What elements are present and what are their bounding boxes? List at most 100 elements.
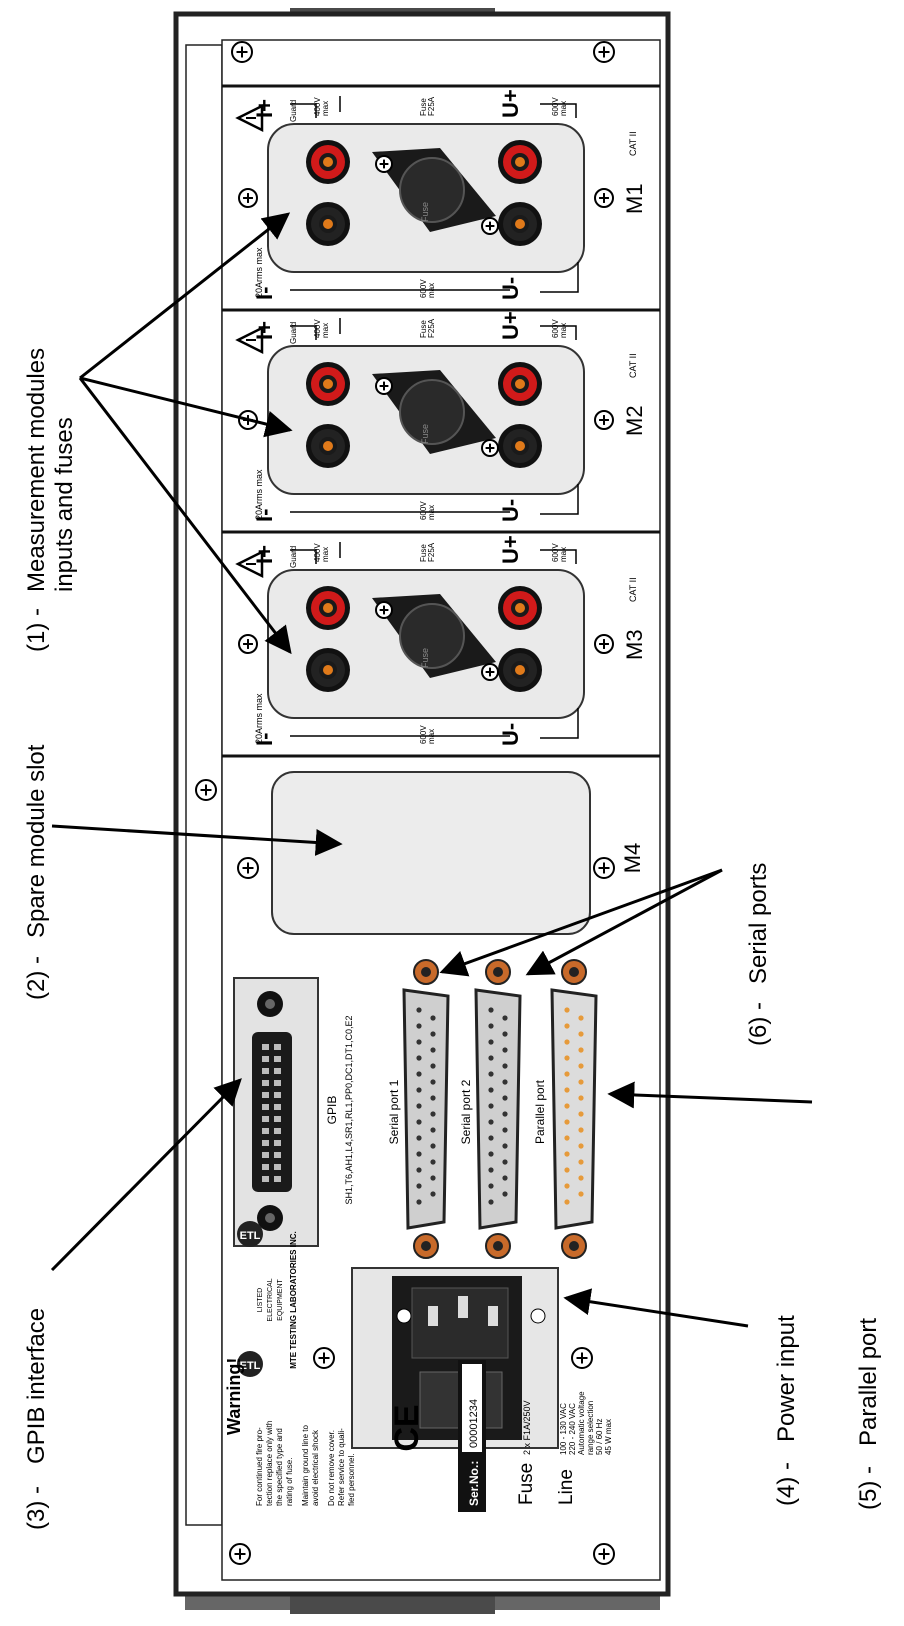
voltage-max-label: max: [559, 101, 568, 116]
callout-6-text: Serial ports: [745, 863, 772, 984]
port-pin: [416, 1199, 421, 1204]
spare-module-label: M4: [620, 843, 645, 874]
voltage-max-label: max: [559, 323, 568, 338]
panel-screw-icon: [572, 1348, 592, 1368]
port-pin: [578, 1031, 583, 1036]
spare-module-plate: [272, 772, 590, 934]
cetl-logo-top: ETL: [237, 1221, 263, 1247]
port-pin: [578, 1047, 583, 1052]
parallel-port-label: Parallel port: [533, 1079, 547, 1144]
port-pin: [502, 1143, 507, 1148]
label-u-minus: U-: [498, 277, 523, 300]
callout-4-text: Power input: [773, 1315, 800, 1442]
label-u-plus: U+: [498, 311, 523, 340]
gpib-pin: [262, 1044, 269, 1050]
port-pin: [488, 1023, 493, 1028]
port-pin: [502, 1063, 507, 1068]
listed-label: LISTED: [257, 1288, 264, 1313]
callout-4-number: (4) -: [773, 1462, 800, 1506]
serial-number-label: Ser.No.:: [467, 1461, 481, 1506]
callout-1-number: (1) -: [23, 608, 50, 652]
guard-label: Guard: [289, 322, 298, 344]
gpib-pin: [262, 1176, 269, 1182]
port-pin: [416, 1183, 421, 1188]
gpib-pin: [262, 1104, 269, 1110]
jack-i-plus: [306, 362, 350, 406]
line-spec-text: 100 - 130 VAC: [559, 1403, 568, 1455]
port-pin: [578, 1015, 583, 1020]
serial-port-1: [404, 960, 448, 1258]
panel-screw-icon: [314, 1348, 334, 1368]
line-spec-text: 220 - 240 VAC: [568, 1403, 577, 1455]
fuse-screw-icon: [376, 602, 392, 618]
port-pin: [578, 1175, 583, 1180]
port-pin: [564, 1023, 569, 1028]
port-pin: [430, 1175, 435, 1180]
warning-text-line: Do not remove cover.: [327, 1430, 336, 1506]
port-pin: [564, 1103, 569, 1108]
port-pin: [502, 1079, 507, 1084]
fuse-screw-icon: [482, 664, 498, 680]
port-pin: [488, 1151, 493, 1156]
warning-text-line: tection replace only with: [265, 1421, 274, 1506]
jack-i-minus: [306, 648, 350, 692]
port-pin: [430, 1015, 435, 1020]
power-pin-3: [488, 1306, 498, 1326]
gpib-title: GPIB: [325, 1096, 339, 1125]
port-pin: [502, 1191, 507, 1196]
cat-label: CAT II: [628, 353, 638, 378]
port-pin: [430, 1095, 435, 1100]
callout-6-number: (6) -: [745, 1002, 772, 1046]
jack-u-minus: [498, 648, 542, 692]
serial-port-2-label: Serial port 2: [459, 1079, 473, 1144]
gpib-pin: [262, 1068, 269, 1074]
guard-max-label: max: [321, 323, 330, 338]
line-spec-text: 50 / 60 Hz: [595, 1419, 604, 1455]
port-pin: [488, 1183, 493, 1188]
port-pin: [416, 1167, 421, 1172]
d-sub-ports: [404, 960, 596, 1258]
port-pin: [488, 1103, 493, 1108]
panel-screw-icon: [230, 1544, 250, 1564]
port-pin: [430, 1063, 435, 1068]
jack-u-plus: [498, 586, 542, 630]
gpib-connector: [252, 1032, 292, 1192]
fuse-cap-label: Fuse: [420, 648, 430, 668]
warning-text-line: Maintain ground line to: [301, 1425, 310, 1506]
port-pin: [564, 1167, 569, 1172]
fuse-value: 2 x F1A/250V: [522, 1400, 532, 1455]
port-pin: [416, 1103, 421, 1108]
label-u-plus: U+: [498, 89, 523, 118]
port-pin: [416, 1023, 421, 1028]
gpib-pin: [262, 1080, 269, 1086]
voltage-max-label: max: [559, 547, 568, 562]
panel-screw-icon: [594, 858, 614, 878]
panel-screw-icon: [196, 780, 216, 800]
gpib-pin: [274, 1104, 281, 1110]
label-i-plus: I+: [252, 545, 277, 564]
gpib-pin: [274, 1128, 281, 1134]
module-id-label: M1: [622, 183, 647, 214]
module-screw-icon: [595, 411, 613, 429]
fuse-cap-label: Fuse: [420, 202, 430, 222]
module-screw-icon: [239, 635, 257, 653]
port-pin: [416, 1007, 421, 1012]
fuse-cap-label: Fuse: [420, 424, 430, 444]
jack-u-minus: [498, 424, 542, 468]
port-pin: [488, 1167, 493, 1172]
callout-1-line-1: Measurement modules: [23, 348, 50, 592]
gpib-pin: [274, 1140, 281, 1146]
svg-text:ETL: ETL: [240, 1230, 261, 1242]
port-pin: [430, 1031, 435, 1036]
port-pin: [430, 1159, 435, 1164]
port-pin: [488, 1087, 493, 1092]
fuse-screw-icon: [376, 156, 392, 172]
port-pin: [488, 1135, 493, 1140]
port-pin: [502, 1015, 507, 1020]
gpib-pin: [274, 1164, 281, 1170]
port-pin: [578, 1143, 583, 1148]
gpib-pin: [262, 1152, 269, 1158]
jack-i-minus: [306, 424, 350, 468]
port-pin: [564, 1183, 569, 1188]
